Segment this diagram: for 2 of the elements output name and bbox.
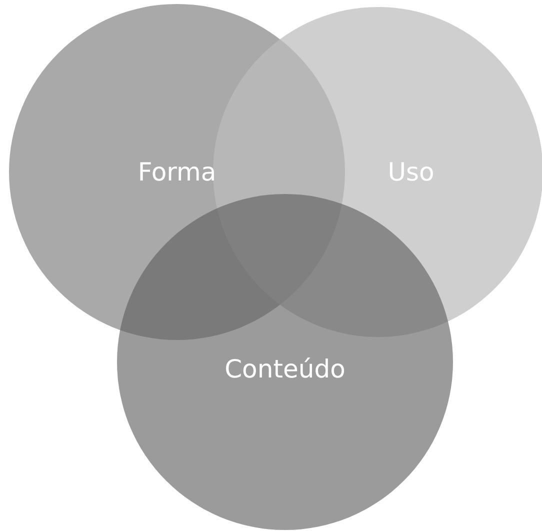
- circle-label: Forma: [138, 158, 216, 186]
- circle-label: Conteúdo: [224, 354, 346, 384]
